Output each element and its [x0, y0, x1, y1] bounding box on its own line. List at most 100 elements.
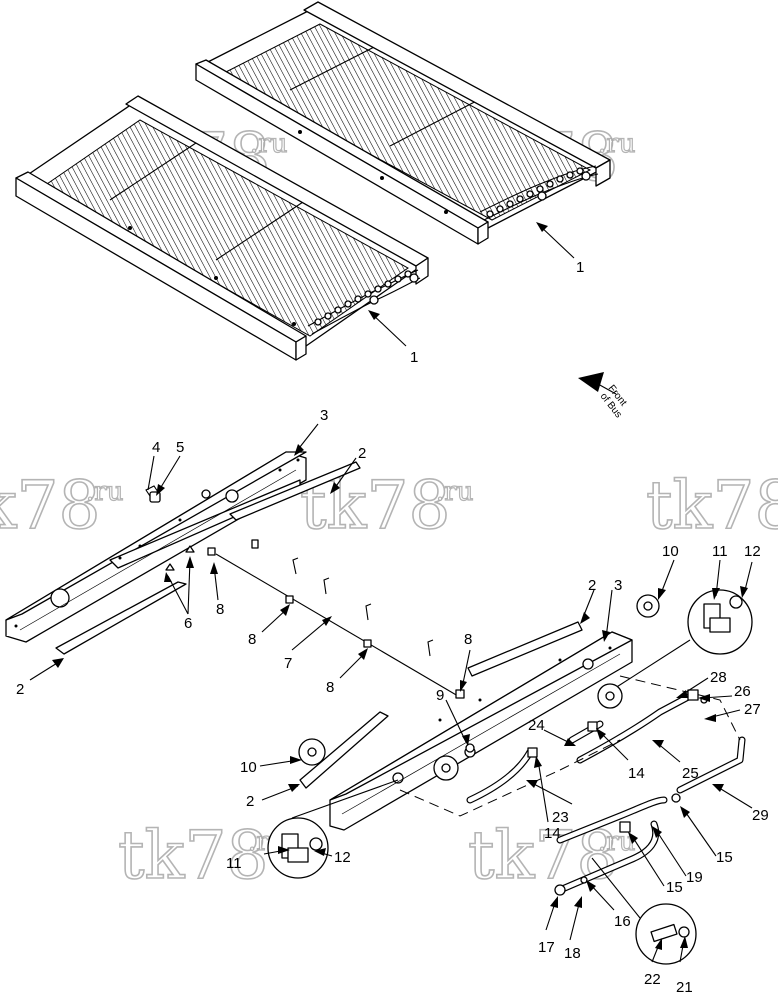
- callout: 3: [294, 407, 328, 456]
- callout-label: 24: [528, 717, 545, 734]
- callout: 2: [580, 577, 596, 624]
- callout-label: 18: [564, 945, 581, 962]
- callout-label: 8: [326, 679, 334, 696]
- callout: 2: [16, 658, 64, 698]
- callout-label: 7: [284, 655, 292, 672]
- callout: 12: [740, 543, 761, 598]
- callout-label: 2: [588, 577, 596, 594]
- callout-label: 17: [538, 939, 555, 956]
- watermark-suffix: .ru: [250, 129, 287, 159]
- watermark-suffix: .ru: [436, 477, 473, 507]
- callout: 3: [602, 577, 622, 642]
- callout: 7: [284, 616, 332, 672]
- callout-label: 27: [744, 701, 761, 718]
- detail-circles: [267, 589, 753, 965]
- callout: 8: [210, 562, 224, 618]
- callout: 24: [528, 717, 576, 746]
- callout: 18: [564, 896, 582, 962]
- callout: 28: [676, 669, 727, 698]
- callout-label: 23: [552, 809, 569, 826]
- right-side-rail: [299, 621, 633, 831]
- wire-harness: [215, 553, 465, 699]
- callout-label: 28: [710, 669, 727, 686]
- callout-label: 29: [752, 807, 769, 824]
- callout: 16: [586, 880, 631, 930]
- callout: 14: [596, 728, 645, 782]
- condenser-coil-left: [15, 95, 429, 361]
- watermark-brand: tk78: [646, 467, 778, 544]
- callout-label: 2: [358, 445, 366, 462]
- callout-label: 11: [226, 855, 242, 872]
- callout-label: 14: [544, 825, 561, 842]
- callout-label: 3: [320, 407, 328, 424]
- callout-label: 3: [614, 577, 622, 594]
- callout-label: 8: [464, 631, 472, 648]
- front-of-bus-compass: Front of Bus: [578, 372, 629, 420]
- callout-label: 14: [628, 765, 645, 782]
- callout: 1: [368, 310, 418, 366]
- callout-label: 21: [676, 979, 693, 996]
- return-bends: [486, 167, 584, 218]
- callout: 29: [712, 784, 769, 824]
- callout-label: 1: [410, 349, 418, 366]
- callout-label: 25: [682, 765, 699, 782]
- callout-label: 15: [716, 849, 733, 866]
- callout: 6: [164, 556, 194, 632]
- callout-label: 5: [176, 439, 184, 456]
- callout: 26: [698, 683, 751, 702]
- callout: 1: [536, 222, 584, 276]
- watermark-brand: tk78: [118, 817, 269, 894]
- callout: 10: [240, 756, 302, 776]
- callout-label: 9: [436, 687, 444, 704]
- left-side-rail: [5, 451, 361, 655]
- callout: 17: [538, 896, 558, 956]
- callout-label: 11: [712, 543, 728, 560]
- callout: 15: [680, 806, 733, 866]
- callout: 22: [644, 938, 662, 988]
- callout: 11: [226, 846, 290, 872]
- callout: 2: [246, 784, 300, 810]
- callout: 9: [436, 687, 470, 746]
- watermark: tk78 .ru: [117, 816, 286, 895]
- callout: 2: [330, 445, 366, 494]
- callout-label: 10: [240, 759, 257, 776]
- callout: 15: [628, 832, 683, 896]
- callout: 21: [676, 936, 693, 996]
- callout: 10: [658, 543, 679, 600]
- callout-label: 22: [644, 971, 661, 988]
- callout: 25: [652, 740, 699, 782]
- callout: 19: [652, 826, 703, 886]
- callout: 5: [156, 439, 184, 496]
- callout-label: 26: [734, 683, 751, 700]
- watermark-suffix: .ru: [86, 477, 123, 507]
- watermark-brand: tk78: [0, 467, 101, 544]
- return-bends: [314, 270, 412, 326]
- refrigerant-lines: [399, 675, 746, 896]
- callout-label: 16: [614, 913, 631, 930]
- direction-arrow-icon: [578, 372, 604, 392]
- callout-label: 8: [216, 601, 224, 618]
- callout-label: 10: [662, 543, 679, 560]
- callouts: 1 1 2 2 2 2 3: [16, 222, 769, 996]
- watermark-suffix: .ru: [598, 129, 635, 159]
- callout-label: 8: [248, 631, 256, 648]
- callout: 23: [526, 780, 573, 826]
- callout: 12: [314, 848, 351, 866]
- callout-label: 4: [152, 439, 160, 456]
- callout: 14: [534, 756, 561, 842]
- callout: 8: [326, 648, 368, 696]
- callout: 11: [712, 543, 728, 600]
- callout: 8: [248, 604, 290, 648]
- callout-label: 12: [334, 849, 351, 866]
- callout-label: 2: [16, 681, 24, 698]
- callout-label: 1: [576, 259, 584, 276]
- callout-label: 12: [744, 543, 761, 560]
- watermark: tk78: [645, 466, 778, 545]
- callout-label: 2: [246, 793, 254, 810]
- callout-label: 15: [666, 879, 683, 896]
- callout-label: 6: [184, 615, 192, 632]
- callout-label: 19: [686, 869, 703, 886]
- callout: 4: [147, 439, 160, 491]
- callout: 8: [460, 631, 472, 692]
